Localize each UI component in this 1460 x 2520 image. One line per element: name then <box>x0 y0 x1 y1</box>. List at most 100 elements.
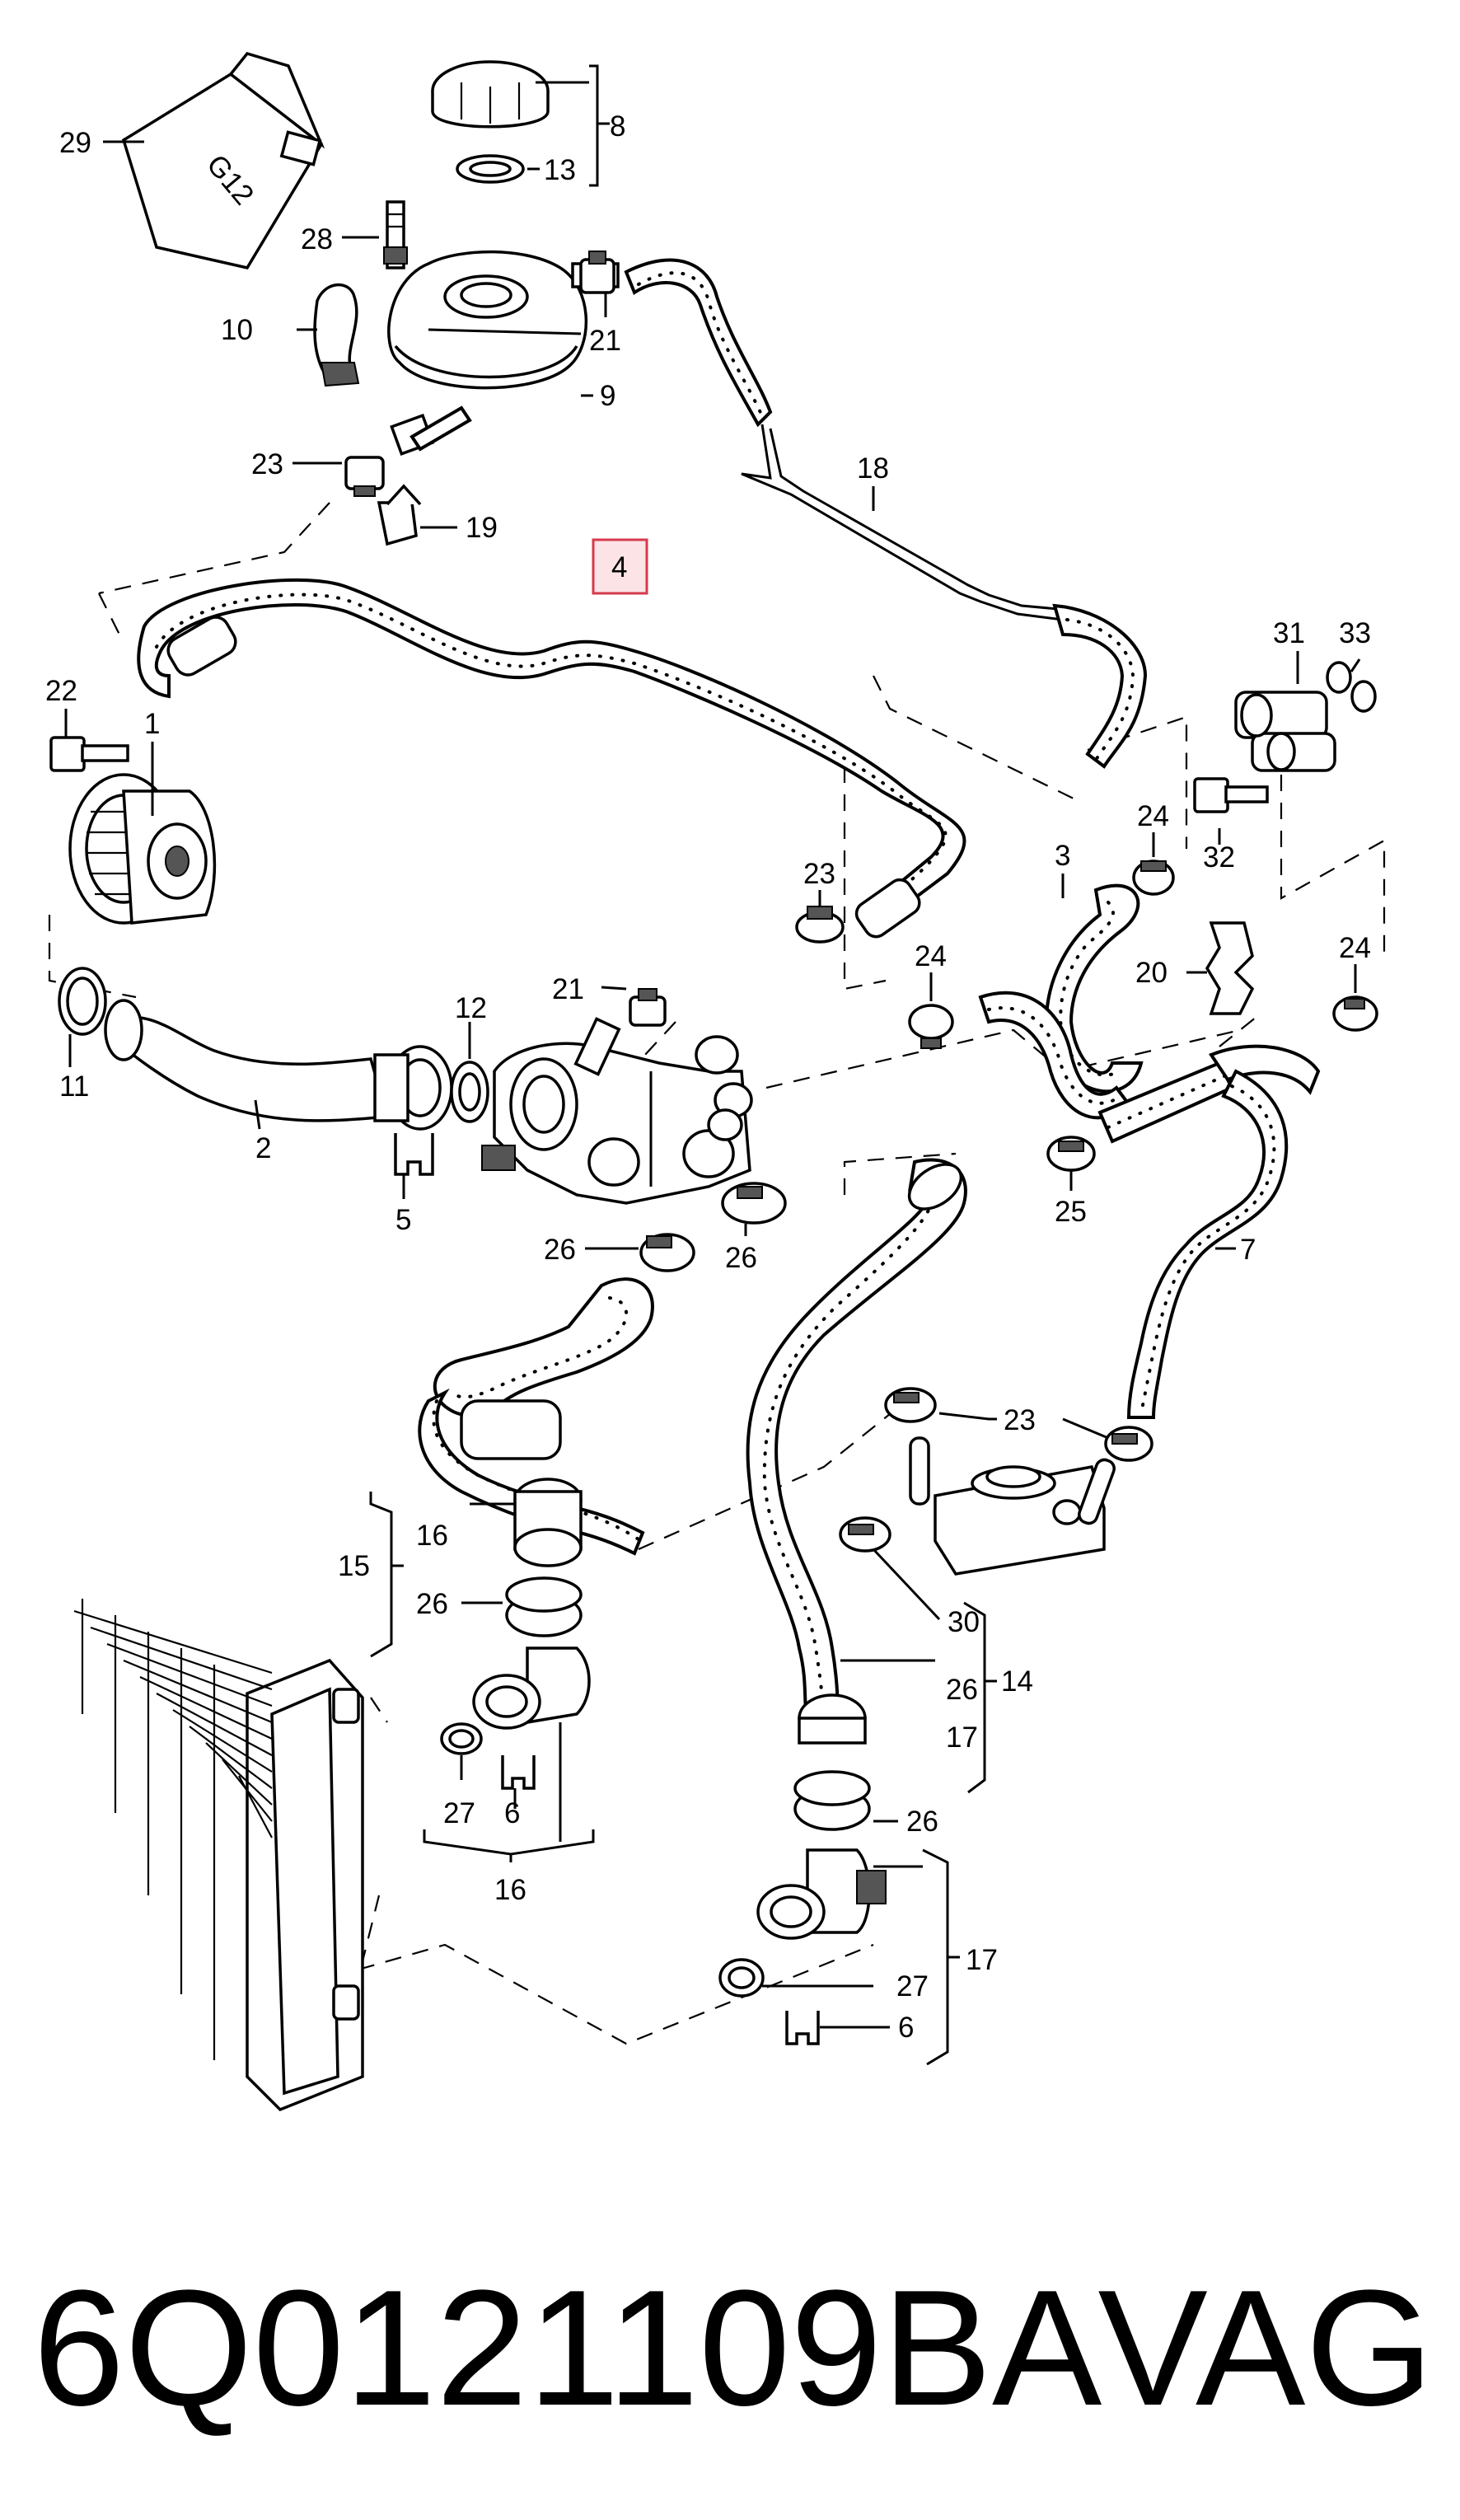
sender-31 <box>1234 691 1336 772</box>
callout-2: 2 <box>255 1132 271 1164</box>
clip-19 <box>377 484 422 546</box>
callout-26-a: 26 <box>544 1234 576 1266</box>
callout-6-b: 6 <box>898 2012 914 2044</box>
bolt-22 <box>49 736 129 772</box>
callout-24-b: 24 <box>915 940 947 972</box>
clamp-23-mid <box>795 906 845 944</box>
clamp-26-b <box>721 1182 787 1225</box>
part-number: 6Q0121109BA <box>33 2256 1102 2440</box>
callout-16-b: 16 <box>494 1874 526 1906</box>
highlight-box-part-4 <box>592 538 648 595</box>
callout-29: 29 <box>59 127 91 159</box>
clip-5 <box>394 1133 434 1176</box>
connector-16 <box>460 1399 591 1730</box>
seal-11 <box>58 967 107 1036</box>
seal-27-a <box>440 1722 483 1755</box>
bolt-32 <box>1193 777 1269 813</box>
seal-12 <box>450 1061 489 1123</box>
callout-25: 25 <box>1055 1196 1087 1228</box>
clamp-21-top <box>579 251 615 294</box>
seal-33 <box>1326 661 1377 713</box>
callout-26-d: 26 <box>946 1674 978 1706</box>
callout-33: 33 <box>1339 617 1371 649</box>
hose-3 <box>978 883 1144 1120</box>
callout-10: 10 <box>221 314 253 346</box>
seal-27-b <box>718 1958 765 1998</box>
clamp-24-b <box>908 1004 954 1049</box>
clamp-23-cooler-a <box>884 1387 937 1423</box>
hose-4 <box>137 578 966 939</box>
expansion-tank-9 <box>387 250 620 456</box>
callout-5: 5 <box>395 1204 411 1236</box>
callout-23-tank: 23 <box>251 448 283 480</box>
brand-name: VAG <box>1097 2256 1434 2440</box>
leader-lines <box>64 64 1361 2066</box>
clamp-26-d <box>793 1770 871 1831</box>
filler-cap-8 <box>431 60 550 129</box>
callout-17-a: 17 <box>946 1721 978 1754</box>
callout-14: 14 <box>1001 1665 1033 1698</box>
callout-3: 3 <box>1055 840 1070 872</box>
callout-22: 22 <box>45 675 77 707</box>
spring-clamps <box>344 251 1378 1831</box>
callout-24-a: 24 <box>1137 800 1169 832</box>
callout-numbers: 29 8 13 28 10 21 9 23 19 18 4 22 1 31 33… <box>45 110 1371 2044</box>
callout-6-a: 6 <box>504 1797 520 1829</box>
clamp-30 <box>839 1516 891 1553</box>
radiator-fins <box>73 1599 273 2060</box>
callout-21-mid: 21 <box>552 973 584 1005</box>
callout-11: 11 <box>59 1070 89 1103</box>
clamp-26-c <box>505 1576 583 1637</box>
callout-21-top: 21 <box>589 325 621 357</box>
connector-17 <box>756 1693 887 1940</box>
callout-4: 4 <box>611 551 627 583</box>
radiator <box>73 1599 364 2112</box>
clamp-23-cooler-b <box>1104 1426 1153 1462</box>
callout-27-b: 27 <box>896 1970 929 2002</box>
callout-9: 9 <box>600 380 615 412</box>
bracket-10 <box>313 283 360 387</box>
clamp-20 <box>1205 921 1255 1015</box>
clamp-23-tank <box>344 456 385 497</box>
clamp-24-c <box>1332 995 1378 1032</box>
callout-31: 31 <box>1273 617 1305 649</box>
callout-24-c: 24 <box>1339 932 1371 964</box>
oil-cooler <box>909 1436 1116 1576</box>
callout-20: 20 <box>1135 957 1168 989</box>
callout-23-mid: 23 <box>803 858 835 890</box>
clip-6-b <box>785 2011 820 2045</box>
callout-30: 30 <box>948 1606 980 1638</box>
callout-16-a: 16 <box>416 1520 448 1552</box>
bolt-28 <box>383 200 408 269</box>
callout-13: 13 <box>544 154 576 186</box>
hose-15 <box>418 1277 654 1556</box>
callout-8: 8 <box>610 110 625 143</box>
thermostat-housing <box>481 1017 753 1205</box>
callout-23-cooler: 23 <box>1004 1404 1036 1436</box>
callout-26-b: 26 <box>725 1242 757 1274</box>
callout-12: 12 <box>455 992 487 1024</box>
pipe-2 <box>104 999 453 1131</box>
footer: 6Q0121109BA VAG <box>33 2241 1434 2456</box>
callout-18: 18 <box>857 452 889 485</box>
hose-7 <box>1097 1044 1321 1419</box>
callout-19: 19 <box>466 512 498 544</box>
clip-6-a <box>501 1755 536 1790</box>
coolant-jug-29: G12 <box>121 51 325 269</box>
clamp-26-a <box>639 1233 695 1272</box>
callout-32: 32 <box>1203 841 1235 874</box>
seal-ring-13 <box>456 154 525 184</box>
callout-7: 7 <box>1240 1234 1256 1266</box>
coolant-system-diagram: G12 <box>45 51 1386 2112</box>
callout-1: 1 <box>144 708 160 740</box>
clamp-21-mid <box>629 988 667 1027</box>
hose-18 <box>624 258 1148 769</box>
coolant-pump-1 <box>68 773 217 925</box>
hose-14 <box>746 1158 967 1732</box>
callout-26-e: 26 <box>906 1806 938 1838</box>
callout-15: 15 <box>338 1550 370 1582</box>
clamp-25 <box>1046 1136 1096 1172</box>
callout-27-a: 27 <box>443 1797 475 1829</box>
clamp-24-a <box>1132 860 1175 896</box>
callout-17-b: 17 <box>966 1944 998 1976</box>
